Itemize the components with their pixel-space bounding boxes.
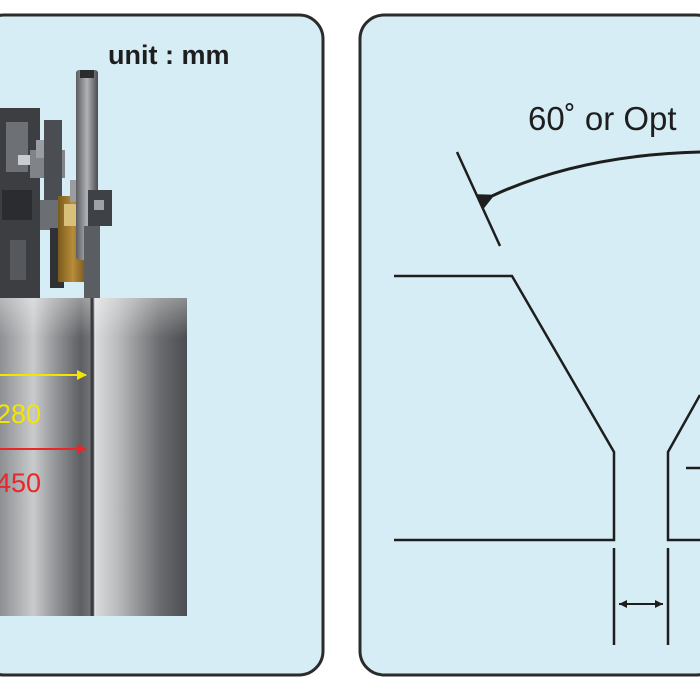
torch-knob [70, 180, 80, 202]
dim-450-value: 450 [0, 468, 41, 498]
pipe [0, 298, 187, 616]
pipe-right-section [95, 298, 187, 616]
torch-clamp-bolt [94, 200, 104, 210]
right-panel: 60˚ or Opt [358, 13, 700, 677]
torch-rod-cap [80, 70, 94, 78]
groove-profile-right [666, 394, 700, 542]
carriage-column [44, 120, 62, 200]
welding-carriage [0, 70, 112, 298]
groove-angle-label: 60˚ or Opt [528, 100, 677, 137]
carriage-bracket [10, 240, 26, 280]
torch-nozzle [84, 226, 100, 298]
carriage-screw-2 [36, 140, 44, 158]
dim-280-value: 280 [0, 399, 41, 429]
pipe-left-section [0, 298, 95, 616]
dimension-450: 450 [0, 444, 87, 498]
groove-profile-left [394, 274, 616, 542]
unit-label: unit : mm [108, 40, 230, 70]
left-panel: unit : mm 280 450 [0, 13, 325, 677]
angle-arc-arrow [476, 150, 700, 209]
dimension-280: 280 [0, 370, 87, 429]
carriage-block [2, 190, 32, 220]
bevel-reference-line [455, 151, 502, 247]
root-gap-dimension [612, 548, 670, 645]
carriage-screw [18, 155, 30, 165]
